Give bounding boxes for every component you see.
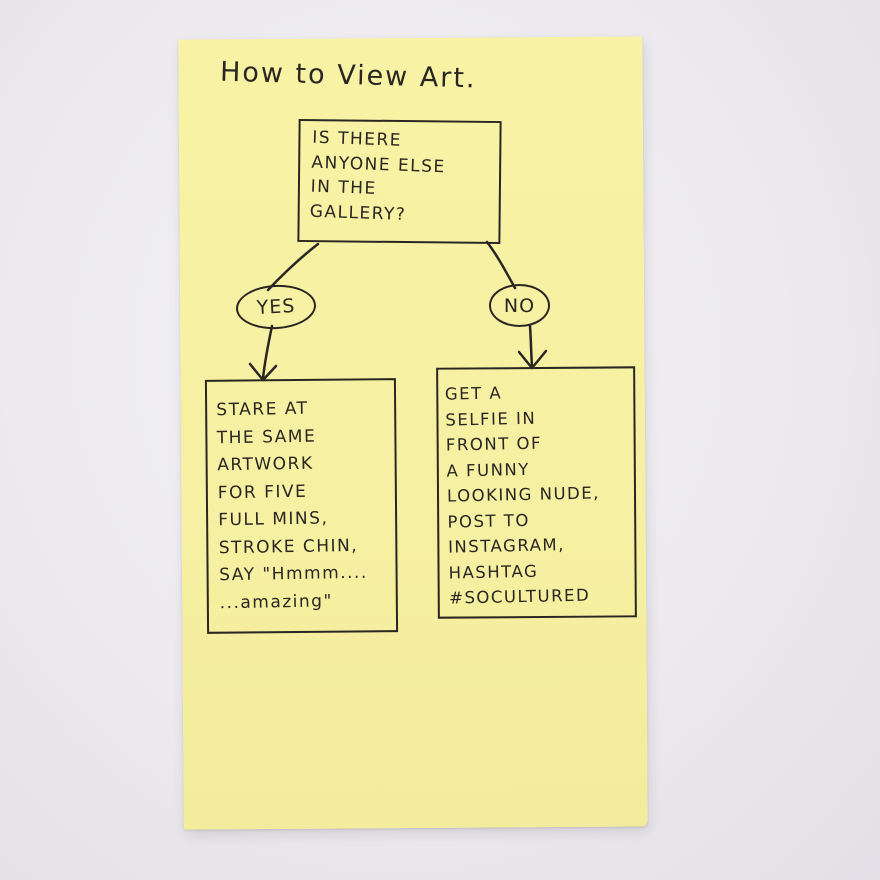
- no-action-line: #SOCULTURED: [448, 585, 591, 608]
- yes-label: YES: [256, 295, 296, 319]
- yes-action-line: FULL MINS,: [218, 508, 329, 531]
- no-action-line: A FUNNY: [446, 459, 531, 481]
- yes-action-line: SAY "Hmmm....: [219, 562, 368, 586]
- no-action-line: INSTAGRAM,: [447, 535, 566, 557]
- question-line: GALLERY?: [309, 201, 407, 225]
- no-action-line: POST TO: [447, 510, 531, 532]
- no-label: NO: [503, 294, 536, 317]
- yes-action-line: ARTWORK: [217, 453, 314, 476]
- yes-action-line: ...amazing": [219, 590, 333, 613]
- no-oval: NO: [489, 284, 550, 327]
- yes-action-line: THE SAME: [216, 426, 317, 448]
- no-action-line: GET A: [444, 383, 503, 404]
- yes-action-text: STARE AT THE SAME ARTWORK FOR FIVE FULL MINS…: [216, 395, 368, 618]
- no-action-line: SELFIE IN: [445, 408, 537, 430]
- no-action-line: FRONT OF: [445, 433, 543, 455]
- no-action-line: LOOKING NUDE,: [446, 483, 601, 506]
- yes-action-line: STARE AT: [216, 398, 309, 421]
- yes-action-line: STROKE CHIN,: [218, 535, 359, 558]
- no-action-line: HASHTAG: [448, 561, 539, 583]
- yes-action-line: FOR FIVE: [217, 481, 308, 503]
